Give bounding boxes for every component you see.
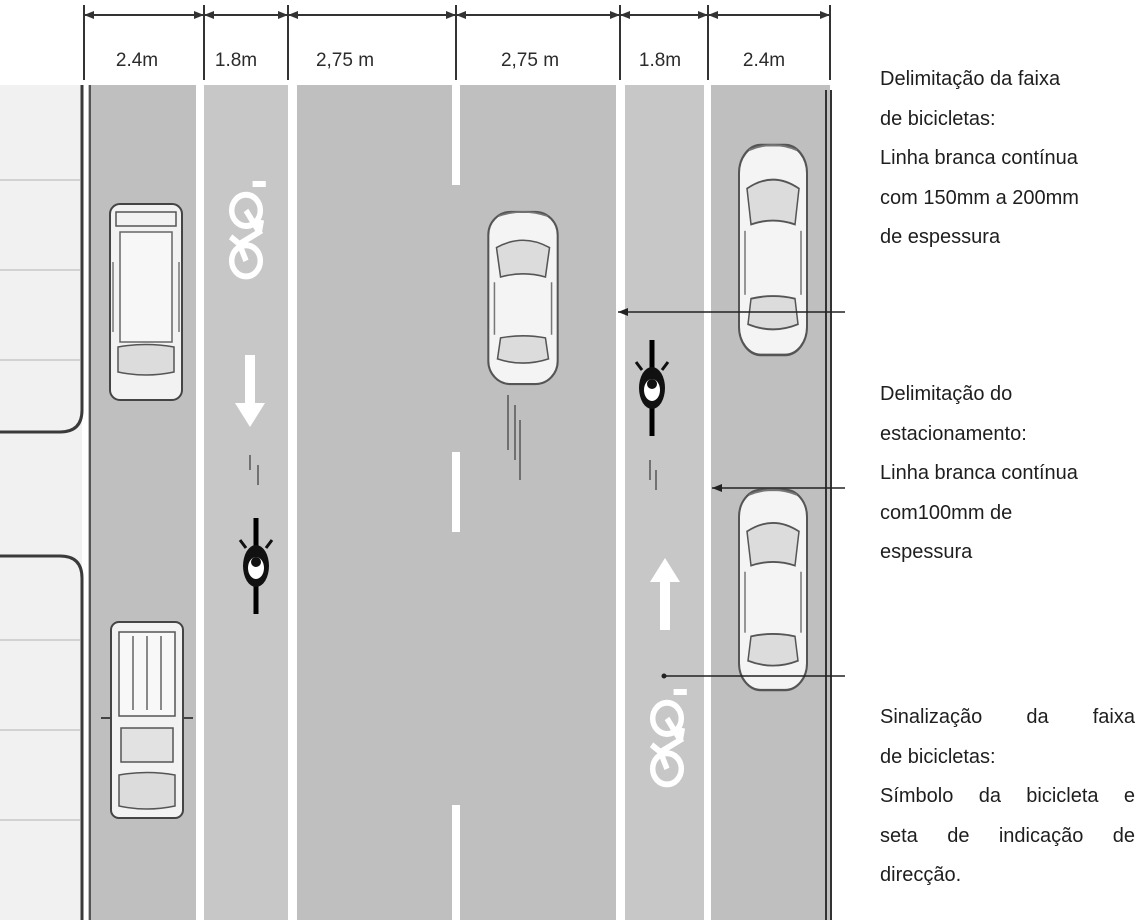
annotation-justified-line: Símbolo da bicicleta e <box>880 777 1135 817</box>
pickup-truck-icon <box>100 621 194 819</box>
annotation-line: de bicicletas: <box>880 745 996 768</box>
continuous-lane-markings <box>196 85 711 920</box>
dimension-label-travel-right: 2,75 m <box>501 50 559 71</box>
annotation-line: espessura <box>880 541 973 563</box>
annotation-line: direcção. <box>880 864 962 886</box>
center-dashed-line <box>452 85 460 920</box>
annotation-parking-boundary: Delimitação do estacionamento: Linha bra… <box>880 375 1135 573</box>
parked-van-icon <box>109 203 183 401</box>
dimension-arrowheads <box>84 11 830 19</box>
annotation-word: indicação <box>998 824 1084 847</box>
annotation-word: seta <box>880 824 918 847</box>
dimension-label-parking-left: 2.4m <box>116 50 158 71</box>
annotation-word: de <box>947 824 970 847</box>
annotation-bike-lane-signage: Sinalização da faixa de bicicletas: Símb… <box>880 698 1135 896</box>
annotation-line: estacionamento: <box>880 422 1027 445</box>
dimension-label-bike-right: 1.8m <box>639 50 681 71</box>
dimension-label-travel-left: 2,75 m <box>316 50 374 71</box>
parked-car-icon-top <box>737 143 809 357</box>
annotation-word: da <box>1026 706 1049 728</box>
sidewalk-paving-lines <box>0 179 80 821</box>
annotation-justified-line: seta de indicação de <box>880 817 1135 857</box>
annotation-word: e <box>1123 785 1135 807</box>
annotation-word: faixa <box>1092 706 1135 728</box>
annotation-line: com100mm de <box>880 501 1013 524</box>
dimension-label-parking-right: 2.4m <box>743 50 785 71</box>
annotation-word: de <box>1112 824 1135 847</box>
annotation-bike-lane-boundary: Delimitação da faixa de bicicletas: Linh… <box>880 60 1135 258</box>
curb-line-2 <box>0 554 84 920</box>
dimension-label-bike-left: 1.8m <box>215 50 257 71</box>
annotation-line: Delimitação do <box>880 383 1013 405</box>
annotation-word: Sinalização <box>880 706 983 728</box>
annotation-line: de bicicletas: <box>880 107 996 130</box>
annotation-line: Delimitação da faixa <box>880 68 1061 90</box>
parked-car-icon-bottom <box>737 488 809 692</box>
annotation-word: da <box>978 785 1001 807</box>
annotation-justified-line: Sinalização da faixa <box>880 698 1135 738</box>
motion-streaks <box>249 395 657 490</box>
annotation-line: Linha branca contínua <box>880 147 1078 169</box>
curb-line <box>0 85 84 434</box>
leader-arrowheads <box>618 308 722 679</box>
annotation-line: com 150mm a 200mm <box>880 186 1079 209</box>
annotation-line: Linha branca contínua <box>880 462 1078 484</box>
annotation-word: bicicleta <box>1026 785 1099 807</box>
annotation-word: Símbolo <box>880 785 954 807</box>
moving-car-icon <box>487 210 559 386</box>
bike-lane-right <box>624 85 708 920</box>
right-edge-line <box>825 90 832 920</box>
leader-lines <box>618 311 845 677</box>
sidewalk <box>0 85 82 920</box>
bike-lane-left <box>204 85 288 920</box>
annotation-line: de espessura <box>880 226 1001 248</box>
